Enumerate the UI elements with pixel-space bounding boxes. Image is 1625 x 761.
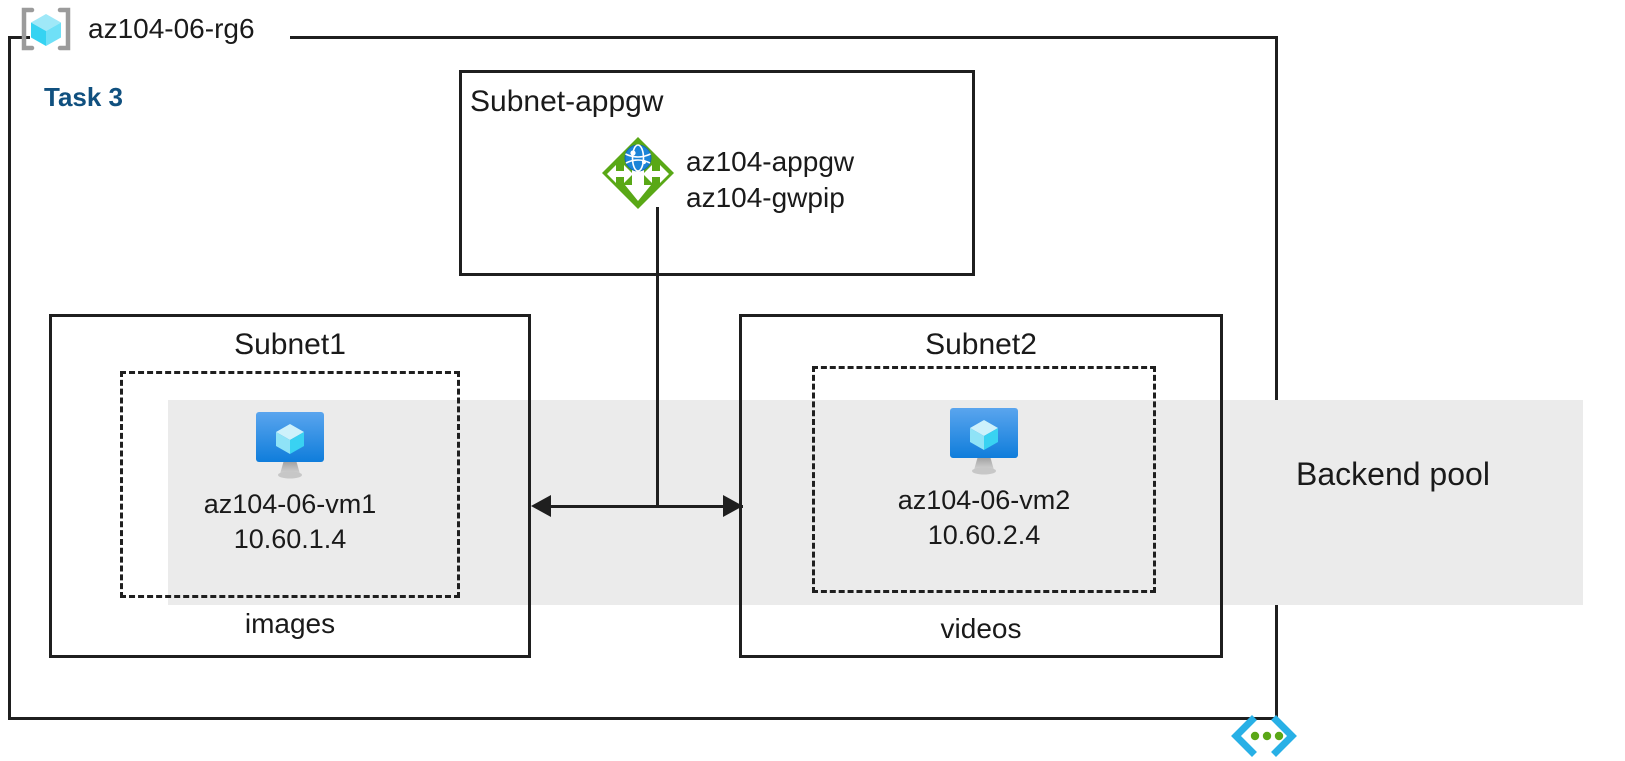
subnet1-title: Subnet1 <box>234 328 346 361</box>
subnet-appgw-title: Subnet-appgw <box>470 85 664 118</box>
gateway-vertical-connector <box>656 207 659 507</box>
subnet1-footer: images <box>244 608 336 639</box>
task-label: Task 3 <box>44 82 124 112</box>
virtual-network-code-icon <box>1228 714 1300 758</box>
vm1-node: az104-06-vm1 10.60.1.4 <box>170 404 410 556</box>
subnet1-arrowhead <box>531 495 551 517</box>
subnet2-vm-container <box>812 366 1156 593</box>
resource-group-label: az104-06-rg6 <box>88 13 255 44</box>
subnet1-vm-container <box>120 371 460 598</box>
appgw-name: az104-appgw <box>686 146 855 177</box>
subnet2-box <box>739 314 1223 658</box>
subnet2-title: Subnet2 <box>925 328 1037 361</box>
application-gateway-icon <box>602 137 674 209</box>
backend-pool-band <box>168 400 1583 605</box>
vm1-ip: 10.60.1.4 <box>233 523 347 554</box>
subnet2-arrowhead <box>723 495 743 517</box>
vm1-caption: az104-06-vm1 10.60.1.4 <box>170 487 410 556</box>
vm2-ip: 10.60.2.4 <box>927 519 1041 550</box>
vm1-name: az104-06-vm1 <box>203 489 377 519</box>
subnet1-box <box>49 314 531 658</box>
subnet-appgw-box <box>459 70 975 276</box>
resource-group-icon <box>18 6 74 52</box>
vm2-name: az104-06-vm2 <box>897 485 1071 515</box>
virtual-machine-icon <box>256 412 324 479</box>
vm2-caption: az104-06-vm2 10.60.2.4 <box>864 483 1104 552</box>
application-gateway-node <box>600 135 676 211</box>
subnet-link-connector <box>549 505 743 508</box>
resource-group-frame <box>8 36 1278 720</box>
gwpip-name: az104-gwpip <box>686 182 845 214</box>
application-gateway-caption: az104-appgw az104-gwpip <box>686 144 854 217</box>
backend-pool-label: Backend pool <box>1296 456 1490 492</box>
vm2-node: az104-06-vm2 10.60.2.4 <box>864 400 1104 552</box>
virtual-machine-icon <box>950 408 1018 475</box>
subnet2-footer: videos <box>940 613 1022 644</box>
resource-group-label-gap <box>30 24 290 50</box>
